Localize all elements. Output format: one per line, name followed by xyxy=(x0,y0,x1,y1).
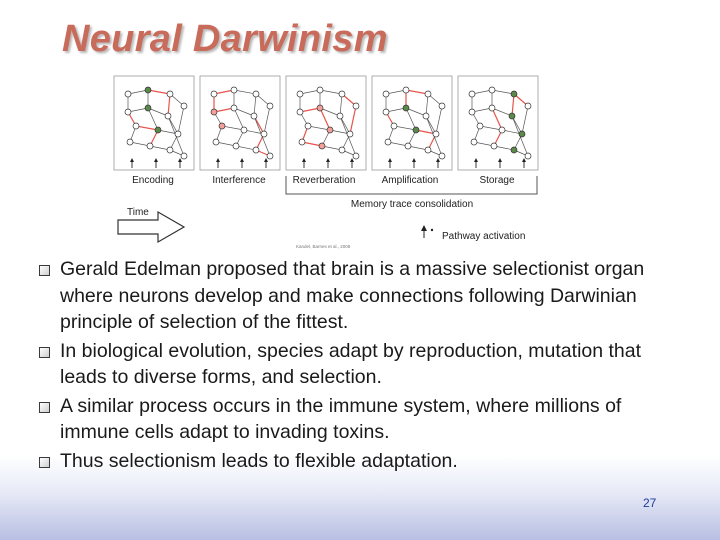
bullet-item: Thus selectionism leads to flexible adap… xyxy=(38,448,688,475)
diagram-canvas: Encoding Interference Reverberation Ampl… xyxy=(113,75,539,249)
square-bullet-icon xyxy=(39,401,50,413)
square-bullet-icon xyxy=(39,346,50,358)
time-arrow xyxy=(117,210,186,244)
neural-network-diagram: Encoding Interference Reverberation Ampl… xyxy=(110,72,546,250)
bullet-item: A similar process occurs in the immune s… xyxy=(38,393,688,446)
network-panel xyxy=(285,75,367,171)
consolidation-label: Memory trace consolidation xyxy=(351,199,473,210)
bullet-item: In biological evolution, species adapt b… xyxy=(38,338,688,391)
figure-credit: Kandel, Barnes et al., 2008 xyxy=(296,244,351,249)
bullet-text: Gerald Edelman proposed that brain is a … xyxy=(60,258,645,333)
square-bullet-icon xyxy=(39,265,50,276)
network-panel xyxy=(457,75,539,171)
stage-label-storage: Storage xyxy=(479,175,514,186)
network-panel xyxy=(113,75,195,171)
time-label: Time xyxy=(127,207,149,218)
stage-label-encoding: Encoding xyxy=(132,175,174,186)
slide-title: Neural Darwinism xyxy=(62,18,388,60)
bullet-list: Gerald Edelman proposed that brain is a … xyxy=(38,256,688,476)
stage-label-reverberation: Reverberation xyxy=(293,175,356,186)
pathway-activation-label: Pathway activation xyxy=(442,231,525,242)
consolidation-bracket xyxy=(285,176,538,195)
network-panel xyxy=(371,75,453,171)
square-bullet-icon xyxy=(39,456,50,468)
page-number: 27 xyxy=(643,496,657,510)
network-panel xyxy=(199,75,281,171)
bullet-text: In biological evolution, species adapt b… xyxy=(60,339,642,389)
stage-label-interference: Interference xyxy=(212,175,266,186)
bullet-item: Gerald Edelman proposed that brain is a … xyxy=(38,256,688,336)
network-panels xyxy=(113,75,539,171)
bullet-text: A similar process occurs in the immune s… xyxy=(60,394,622,444)
bullet-text: Thus selectionism leads to flexible adap… xyxy=(60,449,458,472)
stage-label-amplification: Amplification xyxy=(382,175,439,186)
pathway-activation-icon xyxy=(421,225,434,238)
